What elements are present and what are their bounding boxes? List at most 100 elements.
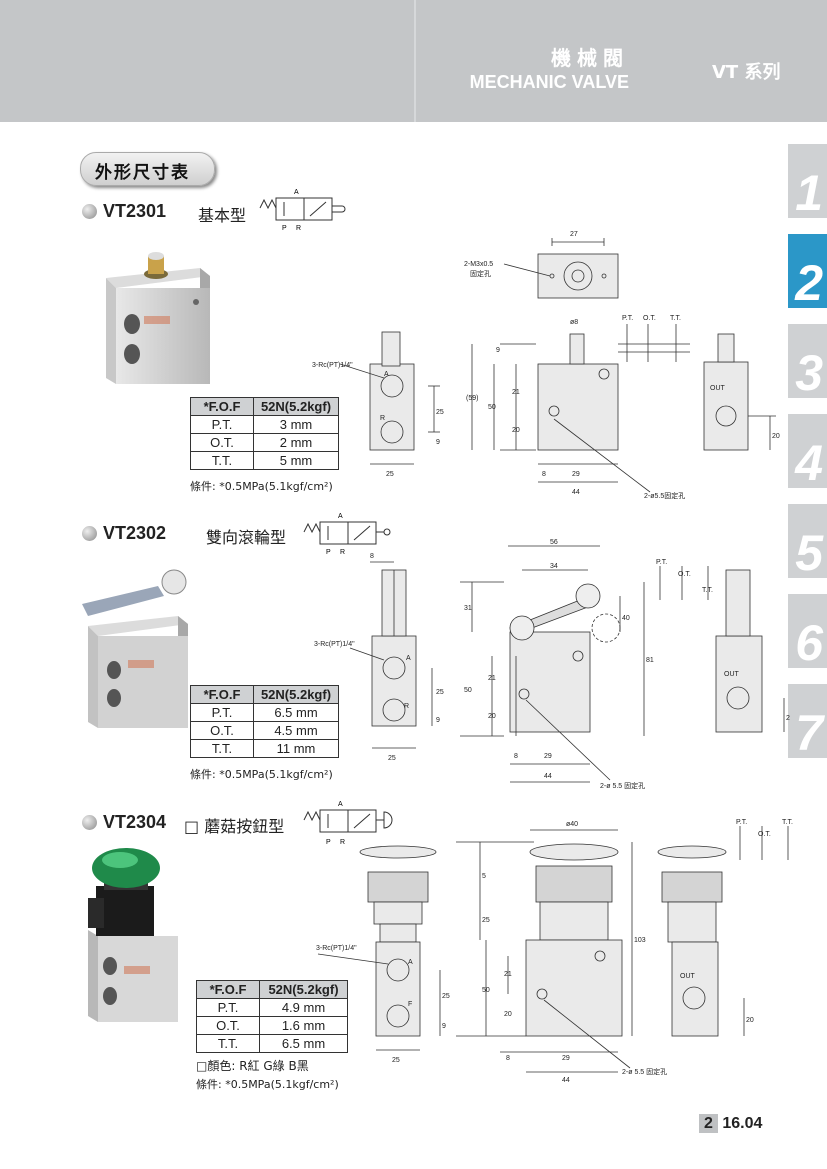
dimension-drawing-vt2304: 3-Rc(PT)1/4" A F 25 9 25 ø40 5 25 50 21 … <box>316 819 793 1084</box>
fof-header: *F.O.F <box>190 685 254 704</box>
dim-label: P.T. <box>736 819 747 826</box>
dim-label: ø8 <box>570 319 578 326</box>
symbol-a: A <box>338 513 343 520</box>
condition-note: 條件: *0.5MPa(5.1kgf/cm²) <box>190 768 333 781</box>
chapter-tab-6[interactable]: 6 <box>788 594 827 671</box>
dim-label: 56 <box>550 539 558 546</box>
chapter-tab-1[interactable]: 1 <box>788 144 827 221</box>
dim-label: P.T. <box>656 559 667 566</box>
product-photo-vt2301 <box>106 252 210 384</box>
dimension-drawing-vt2302: 8 3-Rc(PT)1/4" A R 25 9 25 56 34 31 40 8… <box>314 539 790 790</box>
dim-label: 8 <box>542 471 546 478</box>
dim-label: 44 <box>544 773 552 780</box>
model-type: 基本型 <box>198 206 247 225</box>
dim-label: 25 <box>392 1057 400 1064</box>
dim-label: R <box>404 703 409 710</box>
fof-value: 6.5 mm <box>259 1034 348 1053</box>
header-divider <box>414 0 416 122</box>
dim-label: 25 <box>436 409 444 416</box>
valve-symbol-vt2302: A P R <box>303 513 391 556</box>
dim-label: 25 <box>482 917 490 924</box>
dim-label: 27 <box>570 231 578 238</box>
dim-label: 21 <box>504 971 512 978</box>
dim-label: 3-Rc(PT)1/4" <box>314 641 355 648</box>
dim-label: T.T. <box>702 587 713 594</box>
dim-label: 21 <box>488 675 496 682</box>
dim-label: (59) <box>466 395 478 402</box>
fof-label: P.T. <box>190 703 254 722</box>
chapter-tab-3[interactable]: 3 <box>788 324 827 401</box>
fof-label: P.T. <box>196 998 260 1017</box>
fof-header-value: 52N(5.2kgf) <box>253 685 339 704</box>
chapter-tab-7[interactable]: 7 <box>788 684 827 761</box>
product-photo-vt2302 <box>82 569 188 728</box>
dim-label: 20 <box>504 1011 512 1018</box>
dim-label: A <box>384 371 389 378</box>
page-num: 16.04 <box>722 1115 763 1132</box>
page-header: 機械閥 MECHANIC VALVE VT 系列 <box>0 0 827 122</box>
condition-note: 條件: *0.5MPa(5.1kgf/cm²) <box>196 1078 339 1091</box>
fof-label: P.T. <box>190 415 254 434</box>
dim-label: R <box>380 415 385 422</box>
chapter-tab-2[interactable]: 2 <box>788 234 827 311</box>
page-chapter: 2 <box>699 1114 718 1133</box>
dim-label: 固定孔 <box>470 269 491 278</box>
dim-label: 9 <box>442 1023 446 1030</box>
dim-label: A <box>406 655 411 662</box>
fof-header-value: 52N(5.2kgf) <box>259 980 348 999</box>
fof-label: T.T. <box>190 739 254 758</box>
header-title-en: MECHANIC VALVE <box>469 72 629 92</box>
dim-label: 3-Rc(PT)1/4" <box>312 362 353 369</box>
dim-label: 25 <box>388 755 396 762</box>
dim-label: T.T. <box>782 819 793 826</box>
dim-label: OUT <box>680 973 696 980</box>
dim-label: 8 <box>370 553 374 560</box>
chapter-tab-4[interactable]: 4 <box>788 414 827 491</box>
fof-value: 4.5 mm <box>253 721 339 740</box>
section-title-pill: 外形尺寸表 <box>80 152 215 186</box>
product-heading-vt2304: VT2304 <box>82 812 166 833</box>
dim-label: 2-ø 5.5 固定孔 <box>600 781 645 790</box>
dim-label: 44 <box>572 489 580 496</box>
dim-label: 29 <box>544 753 552 760</box>
dim-label: 2-ø5.5固定孔 <box>644 491 685 500</box>
dim-label: 50 <box>482 987 490 994</box>
dim-label: OUT <box>710 385 726 392</box>
fof-value: 4.9 mm <box>259 998 348 1017</box>
dim-label: 5 <box>482 873 486 880</box>
product-photo-vt2304 <box>88 848 178 1022</box>
chapter-tab-label: 4 <box>795 435 823 491</box>
dim-label: 29 <box>572 471 580 478</box>
color-options: □顏色: R紅 G綠 B黑 <box>196 1059 309 1073</box>
dim-label: A <box>408 959 413 966</box>
bullet-icon <box>82 815 97 830</box>
symbol-p: P <box>282 225 287 232</box>
chapter-tab-5[interactable]: 5 <box>788 504 827 581</box>
fof-header: *F.O.F <box>196 980 260 999</box>
symbol-p: P <box>326 549 331 556</box>
dim-label: F <box>408 1001 412 1008</box>
section-title: 外形尺寸表 <box>95 163 190 183</box>
dim-label: 20 <box>488 713 496 720</box>
product-heading-vt2302: VT2302 <box>82 523 166 544</box>
chapter-tab-label: 6 <box>795 615 823 671</box>
chapter-tab-label: 1 <box>795 165 823 221</box>
model-type: □ 蘑菇按鈕型 <box>184 817 285 836</box>
condition-note: 條件: *0.5MPa(5.1kgf/cm²) <box>190 480 333 493</box>
model-name: VT2304 <box>103 812 167 832</box>
dim-label: 8 <box>506 1055 510 1062</box>
dim-label: 9 <box>436 717 440 724</box>
valve-symbol-vt2304: A P R <box>303 801 393 846</box>
fof-label: O.T. <box>196 1016 260 1035</box>
dim-label: 9 <box>496 347 500 354</box>
dim-label: 81 <box>646 657 654 664</box>
dim-label: P.T. <box>622 315 633 322</box>
dim-label: O.T. <box>678 571 691 578</box>
chapter-tab-label: 3 <box>795 345 823 401</box>
dim-label: T.T. <box>670 315 681 322</box>
symbol-r: R <box>340 839 345 846</box>
fof-value: 6.5 mm <box>253 703 339 722</box>
fof-label: O.T. <box>190 433 254 452</box>
dim-label: 3-Rc(PT)1/4" <box>316 945 357 952</box>
